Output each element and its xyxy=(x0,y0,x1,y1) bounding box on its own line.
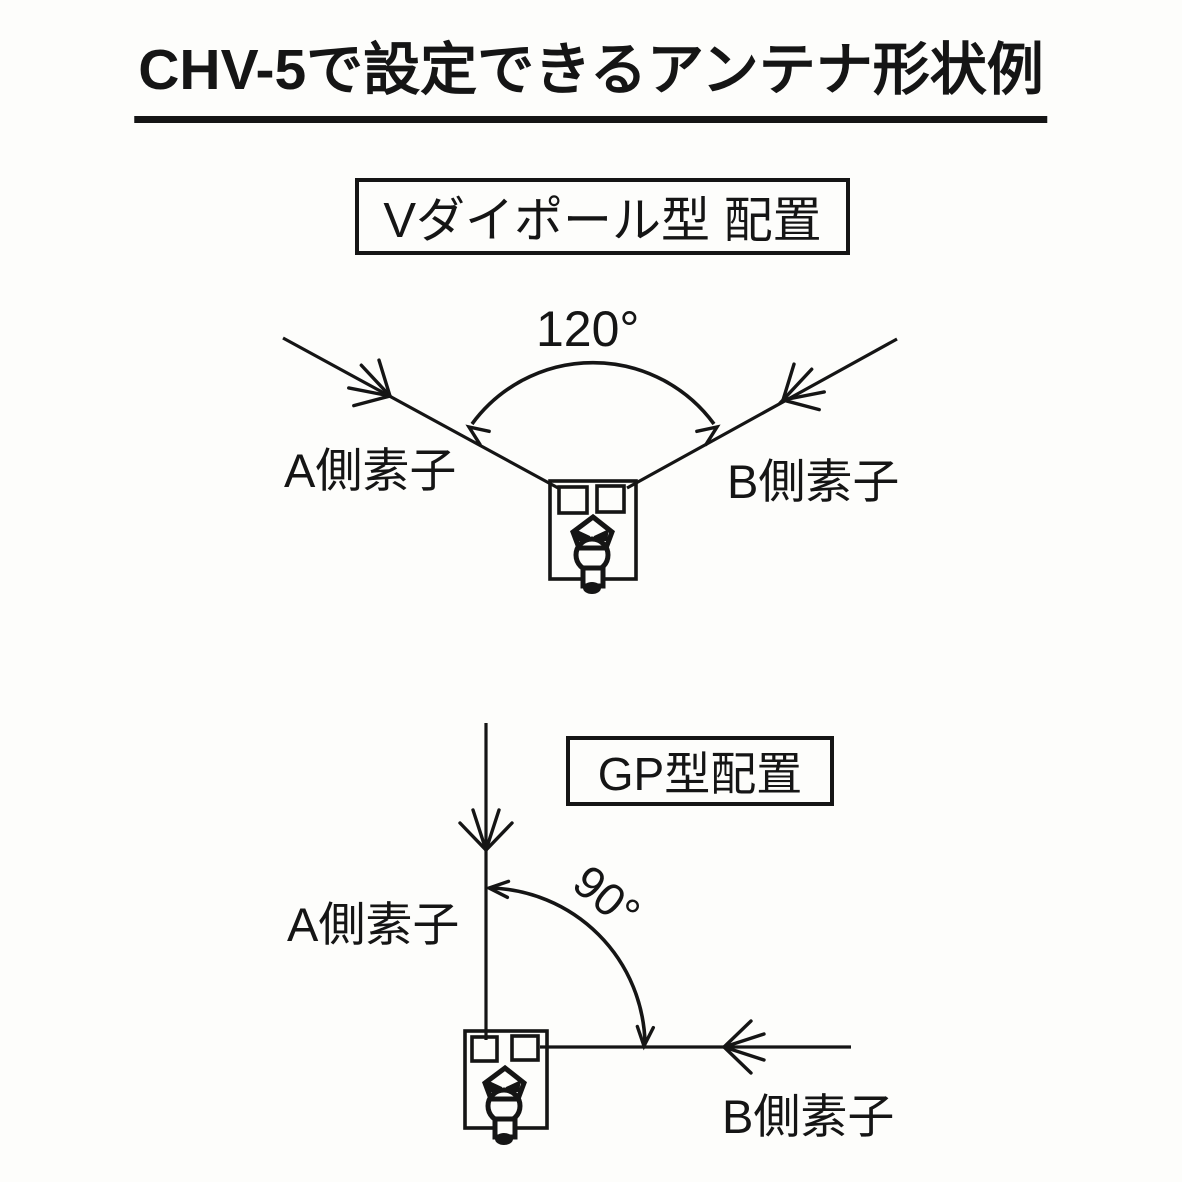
v-dipole-heading: Vダイポール型 配置 xyxy=(383,194,822,248)
arc-arrowhead-icon xyxy=(462,418,491,447)
element-b-label: B側素子 xyxy=(727,455,900,508)
page-title: CHV-5で設定できるアンテナ形状例 xyxy=(134,24,1048,123)
gp-heading-box: GP型配置 xyxy=(566,736,834,806)
coax-connector-icon xyxy=(482,1064,527,1145)
element-a-label: A側素子 xyxy=(284,444,457,497)
element-a-label: A側素子 xyxy=(287,898,460,951)
v-dipole-diagram xyxy=(282,336,898,594)
element-a-line xyxy=(282,336,561,491)
element-b-line xyxy=(626,337,898,490)
v-dipole-heading-box: Vダイポール型 配置 xyxy=(355,178,850,255)
angle-arc-120 xyxy=(470,360,716,426)
coax-connector-icon xyxy=(570,513,615,594)
terminal-b-square xyxy=(595,484,626,514)
angle-arc-90 xyxy=(489,886,647,1044)
terminal-a-square xyxy=(470,1035,499,1063)
terminal-b-square xyxy=(510,1034,540,1062)
angle-value-120: 120° xyxy=(536,301,640,357)
terminal-a-square xyxy=(557,485,589,515)
element-b-label: B側素子 xyxy=(722,1090,895,1143)
gp-heading: GP型配置 xyxy=(597,748,803,800)
chv5-unit xyxy=(548,479,638,581)
chv5-unit xyxy=(463,1029,549,1130)
gp-diagram xyxy=(458,723,851,1145)
arc-arrowhead-icon xyxy=(695,418,724,447)
double-chevron-arrow-icon xyxy=(768,356,833,425)
